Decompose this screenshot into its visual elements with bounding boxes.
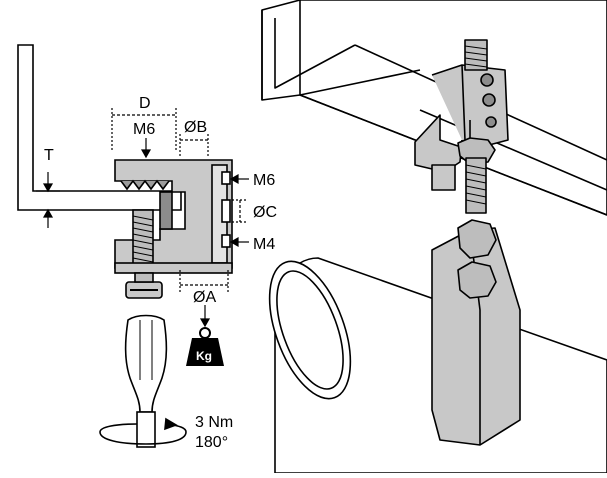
label-diameter-b: ØB (184, 119, 207, 136)
torque-label: 3 Nm (195, 414, 233, 431)
screw-thread-lines (132, 215, 154, 263)
clamp-drawing (17, 44, 233, 299)
label-diameter-a: ØA (193, 289, 216, 306)
weight-icon: Kg (186, 327, 224, 366)
clamp-teeth (120, 179, 170, 191)
label-m6-top: M6 (133, 121, 155, 138)
side-hole-m4 (221, 234, 231, 248)
label-thickness: T (44, 147, 54, 164)
side-hole-m6 (221, 171, 231, 185)
clamp-slot (159, 191, 173, 230)
label-diameter-c: ØC (253, 204, 277, 221)
rotation-arrow-icon (99, 417, 187, 445)
beam-flange (17, 44, 182, 211)
pipe-hanger (431, 227, 521, 446)
side-hole-c (221, 199, 231, 223)
label-m6-side: M6 (253, 172, 275, 189)
screw-neck (134, 272, 154, 283)
dimension-lines (36, 108, 249, 328)
screwdriver-icon (124, 314, 168, 448)
label-d: D (139, 95, 151, 112)
installation-view (261, 0, 607, 474)
clamp-lower-bar (114, 262, 233, 274)
threaded-rod (465, 157, 487, 214)
weight-label: Kg (196, 349, 212, 363)
hanger-nut (457, 219, 497, 259)
label-m4: M4 (253, 236, 275, 253)
rotation-label: 180° (195, 434, 228, 451)
clamp-set-screw (431, 164, 456, 191)
